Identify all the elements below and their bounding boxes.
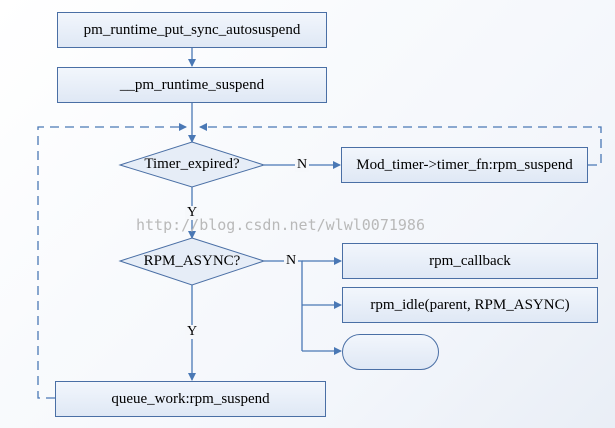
rpm-callback-label: rpm_callback [429, 252, 511, 269]
rpm-callback-node: rpm_callback [342, 243, 598, 279]
put-sync-autosuspend-node: pm_runtime_put_sync_autosuspend [57, 12, 327, 48]
loop-mod-timer-back [199, 123, 602, 166]
pm-runtime-suspend-label: __pm_runtime_suspend [119, 76, 265, 93]
timer-no-label: N [295, 157, 310, 172]
async-no-label: N [284, 253, 299, 268]
rpm-async-diamond [118, 237, 266, 286]
loop-queue-work-back [37, 123, 187, 399]
rpm-async-label: RPM_ASYNC? [143, 253, 241, 269]
watermark-text: http://blog.csdn.net/wlwl0071986 [136, 216, 425, 234]
put-sync-autosuspend-label: pm_runtime_put_sync_autosuspend [83, 21, 301, 38]
rpm-idle-node: rpm_idle(parent, RPM_ASYNC) [342, 287, 598, 323]
timer-expired-diamond [118, 141, 266, 188]
async-yes-label: Y [185, 324, 200, 339]
terminator-node [342, 334, 439, 370]
queue-work-label: queue_work:rpm_suspend [111, 390, 270, 407]
timer-yes-label: Y [185, 205, 200, 220]
rpm-idle-label: rpm_idle(parent, RPM_ASYNC) [370, 296, 570, 313]
edge-async-no [264, 260, 303, 351]
pm-runtime-suspend-node: __pm_runtime_suspend [57, 67, 327, 103]
queue-work-node: queue_work:rpm_suspend [55, 381, 326, 417]
timer-expired-label: Timer_expired? [144, 156, 240, 172]
mod-timer-label: Mod_timer->timer_fn:rpm_suspend [356, 156, 573, 173]
mod-timer-node: Mod_timer->timer_fn:rpm_suspend [341, 147, 588, 183]
